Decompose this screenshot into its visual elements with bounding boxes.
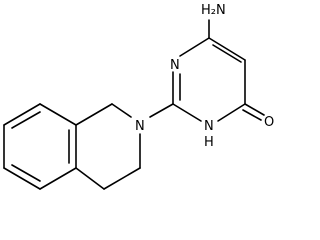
bond-c4-o [244, 103, 265, 116]
atom-label-pyrimidine-n: N [170, 58, 180, 73]
bond-n3-c2 [172, 103, 202, 122]
bond-c8a-c8 [39, 103, 77, 126]
atom-label-isoquinoline-n: N [135, 119, 145, 134]
bond-ch2c-c4a [75, 167, 105, 190]
atom-label-layer: H₂N N N N H O [135, 3, 274, 150]
bond-n1-c6 [179, 37, 210, 57]
bond-c4-n3 [217, 103, 246, 122]
bond-c6b-c5b [3, 167, 41, 190]
bond-c6-c5-inner [212, 44, 242, 63]
atom-label-carbonyl-o: O [264, 115, 274, 130]
bond-c5b-c4a [39, 167, 77, 190]
bond-c6-c5 [208, 37, 246, 61]
bond-ch2a-c8a [75, 103, 113, 126]
bond-c8-c7 [3, 103, 41, 126]
bond-ch2b-ch2c [103, 167, 141, 190]
bond-c4-o-second [242, 109, 262, 121]
molecule-structure: H₂N N N N H O [3, 3, 274, 190]
bond-niso-ch2a [111, 103, 132, 118]
bond-c8-c7-inner [11, 111, 41, 129]
bond-layer [3, 19, 265, 190]
bond-c6b-c5b-inner [11, 164, 41, 182]
bond-c2-niso [149, 103, 174, 118]
atom-label-ring-nh-n: N [204, 119, 214, 134]
atom-label-amine: H₂N [201, 3, 226, 18]
atom-label-ring-nh-h: H [204, 135, 214, 150]
